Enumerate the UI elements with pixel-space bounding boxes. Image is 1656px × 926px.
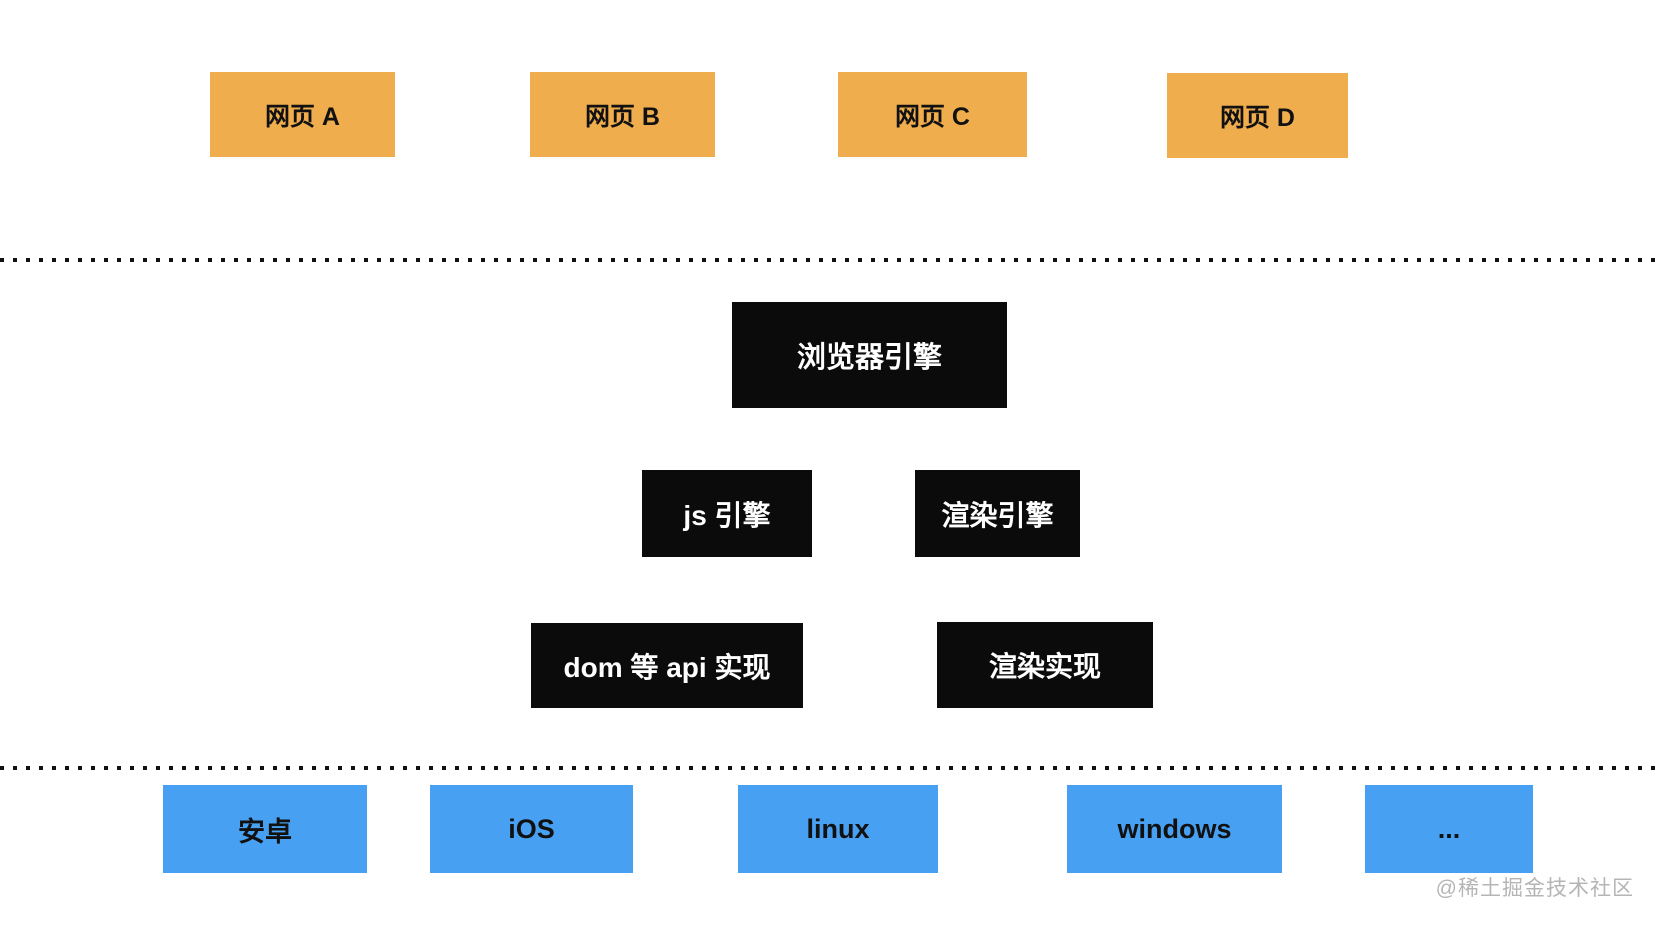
webpage-c-node: 网页 C	[838, 72, 1027, 157]
render-implementation-node: 渲染实现	[937, 622, 1153, 708]
render-engine-node: 渲染引擎	[915, 470, 1080, 557]
platform-ellipsis-node: ...	[1365, 785, 1533, 873]
divider-top-dotted-line	[0, 258, 1656, 262]
webpage-b-node: 网页 B	[530, 72, 715, 157]
platform-ios-node: iOS	[430, 785, 633, 873]
platform-android-node: 安卓	[163, 785, 367, 873]
platform-linux-node: linux	[738, 785, 938, 873]
browser-engine-node: 浏览器引擎	[732, 302, 1007, 408]
dom-api-implementation-node: dom 等 api 实现	[531, 623, 803, 708]
juejin-watermark: @稀土掘金技术社区	[1435, 877, 1634, 900]
js-engine-node: js 引擎	[642, 470, 812, 557]
platform-windows-node: windows	[1067, 785, 1282, 873]
divider-bottom-dotted-line	[0, 766, 1656, 770]
webpage-a-node: 网页 A	[210, 72, 395, 157]
webpage-d-node: 网页 D	[1167, 73, 1348, 158]
